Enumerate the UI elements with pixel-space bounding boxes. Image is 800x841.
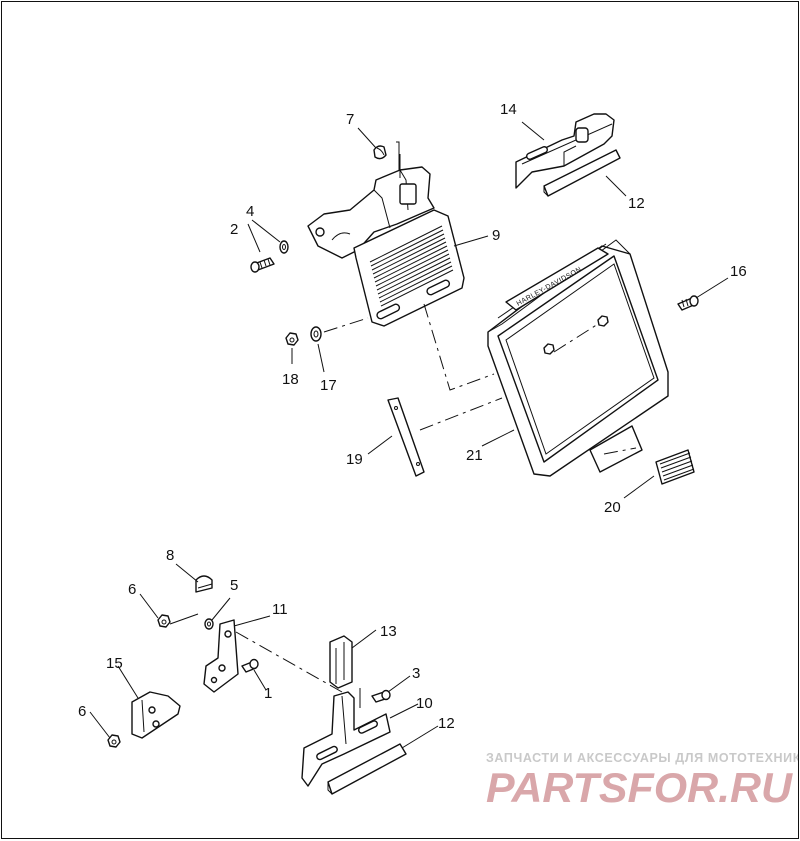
part-12-strip-upper xyxy=(543,149,621,197)
part-21-plate-frame: HARLEY-DAVIDSON xyxy=(487,239,669,477)
part-5-washer xyxy=(204,618,214,630)
callout-11: 11 xyxy=(272,601,288,618)
part-19-side-strip xyxy=(387,397,425,477)
centerline-20 xyxy=(603,447,637,455)
callout-12-upper: 12 xyxy=(628,195,645,212)
callout-2: 2 xyxy=(230,221,238,238)
part-20-reflector xyxy=(655,449,695,485)
part-1-bolt xyxy=(241,658,259,673)
part-15-backing-plate xyxy=(131,691,181,739)
centerline-7 xyxy=(396,141,400,172)
centerline-21 xyxy=(553,323,599,353)
part-4-washer xyxy=(279,240,289,254)
part-2-bolt xyxy=(250,257,275,273)
callout-1: 1 xyxy=(264,685,272,702)
callout-5: 5 xyxy=(230,577,238,594)
callout-16: 16 xyxy=(730,263,747,280)
centerline-17 xyxy=(323,317,369,333)
part-13-clip xyxy=(329,635,353,689)
part-bracket-upper xyxy=(307,154,435,259)
part-3-bolt xyxy=(371,689,391,703)
part-18-nut xyxy=(285,332,299,346)
watermark-tagline: ЗАПЧАСТИ И АКСЕССУАРЫ ДЛЯ МОТОТЕХНИКИ xyxy=(486,751,798,765)
callout-6-lower: 6 xyxy=(78,703,86,720)
centerline-19-21 xyxy=(419,397,503,431)
callout-12-lower: 12 xyxy=(438,715,455,732)
callout-15: 15 xyxy=(106,655,123,672)
callout-8: 8 xyxy=(166,547,174,564)
part-10-lower-bracket xyxy=(301,691,391,787)
part-8-acorn-nut xyxy=(195,575,213,593)
part-7-cap-nut xyxy=(373,145,387,160)
callout-19: 19 xyxy=(346,451,363,468)
callout-17: 17 xyxy=(320,377,337,394)
callout-14: 14 xyxy=(500,101,517,118)
centerline-6 xyxy=(169,613,199,625)
watermark-logo: PARTSFOR.RU xyxy=(486,764,794,811)
part-17-washer xyxy=(310,326,322,342)
centerline-9-21 xyxy=(423,303,495,391)
callout-18: 18 xyxy=(282,371,299,388)
callout-21: 21 xyxy=(466,447,483,464)
part-6-nut-lower xyxy=(107,734,121,748)
callout-9: 9 xyxy=(492,227,500,244)
centerline-11-10 xyxy=(235,631,343,693)
callout-7: 7 xyxy=(346,111,354,128)
callout-numbers: 7 2 4 9 18 17 19 21 14 12 16 20 8 6 5 11… xyxy=(78,101,747,732)
leader-lines xyxy=(89,121,729,749)
part-14-bracket xyxy=(515,113,615,189)
part-6-nut-upper xyxy=(157,614,171,628)
part-16-bolt xyxy=(677,295,699,311)
watermark: ЗАПЧАСТИ И АКСЕССУАРЫ ДЛЯ МОТОТЕХНИКИ PA… xyxy=(486,751,798,811)
callout-20: 20 xyxy=(604,499,621,516)
callout-4: 4 xyxy=(246,203,254,220)
part-11-l-bracket xyxy=(203,619,239,693)
callout-10: 10 xyxy=(416,695,433,712)
callout-6-upper: 6 xyxy=(128,581,136,598)
part-9-plate-holder xyxy=(353,209,465,327)
part-12-strip-lower xyxy=(327,743,407,795)
callout-13: 13 xyxy=(380,623,397,640)
callout-3: 3 xyxy=(412,665,420,682)
